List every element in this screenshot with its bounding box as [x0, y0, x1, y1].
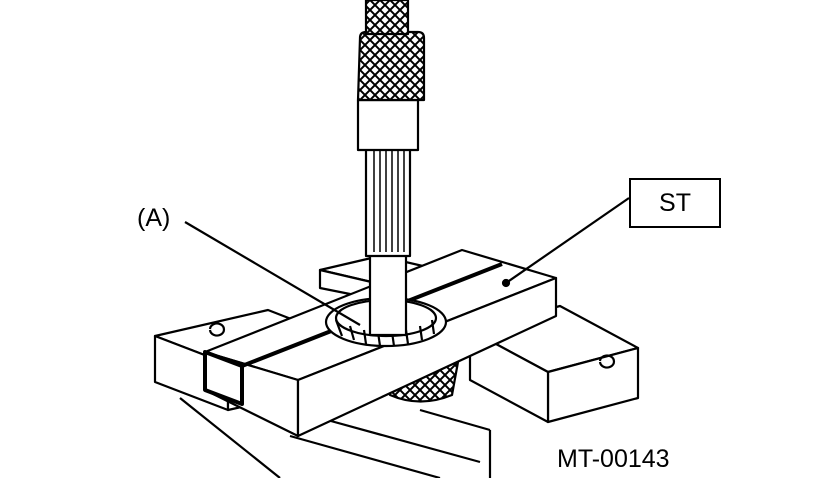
figure-code: MT-00143	[557, 445, 670, 473]
leader-lines	[184, 197, 630, 326]
callout-a-label: (A)	[137, 204, 171, 232]
base-rails	[179, 397, 492, 478]
press-shaft	[356, 0, 426, 337]
callout-st-label: ST	[629, 178, 721, 228]
support-block-right	[468, 304, 640, 424]
